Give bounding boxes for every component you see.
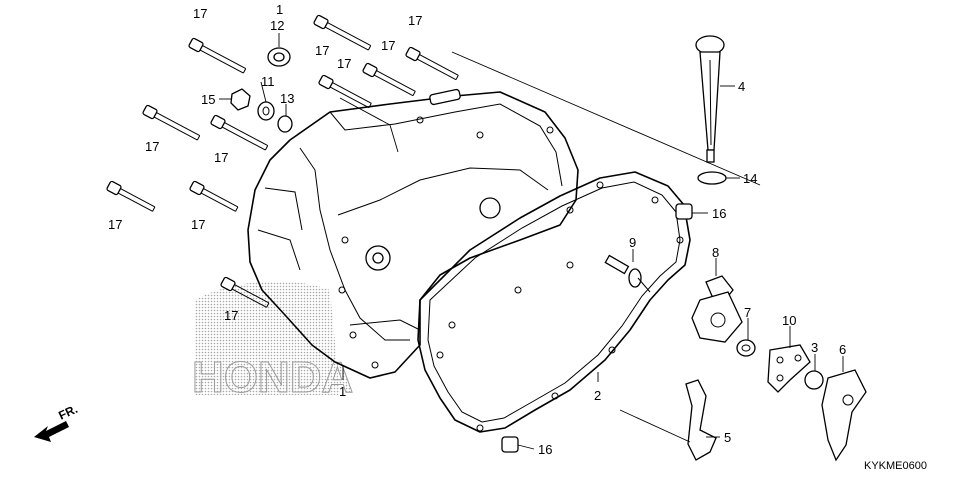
diagram-code: KYKME0600 — [864, 460, 927, 472]
bolt — [362, 62, 416, 97]
plate-10 — [767, 344, 811, 393]
callout-7: 7 — [744, 305, 751, 320]
oil-seal-12 — [267, 47, 291, 67]
callout-17: 17 — [108, 217, 122, 232]
bolt — [313, 14, 372, 51]
callout-12: 12 — [270, 18, 284, 33]
callout-17: 17 — [408, 13, 422, 28]
washer-11 — [257, 101, 275, 121]
callout-8: 8 — [712, 245, 719, 260]
honda-watermark: HONDA — [192, 281, 354, 403]
callout-13: 13 — [280, 91, 294, 106]
callout-1: 1 — [276, 2, 283, 17]
callout-17: 17 — [224, 308, 238, 323]
shift-plate — [691, 291, 743, 343]
callout-11: 11 — [261, 74, 275, 89]
callout-16: 16 — [712, 206, 726, 221]
callout-2: 2 — [594, 388, 601, 403]
bolt — [405, 46, 459, 81]
bolt — [142, 104, 201, 141]
callout-6: 6 — [839, 342, 846, 357]
direction-label: FR. — [56, 402, 79, 423]
callout-17: 17 — [337, 56, 351, 71]
callout-17: 17 — [315, 43, 329, 58]
dowel-pin-16a — [675, 203, 693, 220]
callout-15: 15 — [201, 92, 215, 107]
callout-4: 4 — [738, 79, 745, 94]
callout-17: 17 — [193, 6, 207, 21]
callout-16: 16 — [538, 442, 552, 457]
callout-5: 5 — [724, 430, 731, 445]
right-crankcase-cover — [247, 88, 579, 379]
callout-17: 17 — [214, 150, 228, 165]
leader-lines — [219, 33, 844, 450]
callout-9: 9 — [629, 235, 636, 250]
collar-7 — [736, 339, 756, 357]
shaft-5 — [685, 379, 717, 461]
callout-17: 17 — [191, 217, 205, 232]
stud-bolt-9 — [604, 254, 651, 293]
bolt — [220, 276, 270, 308]
bolt — [210, 114, 269, 151]
callout-3: 3 — [811, 340, 818, 355]
bolts — [106, 14, 459, 308]
callout-10: 10 — [782, 313, 796, 328]
callout-17: 17 — [381, 38, 395, 53]
oil-dipstick-4 — [695, 35, 725, 163]
ring-3 — [804, 370, 824, 390]
bolt — [318, 74, 372, 109]
callout-14: 14 — [743, 171, 757, 186]
cover-gasket — [417, 171, 691, 433]
o-ring-14 — [697, 171, 727, 185]
bolt — [188, 37, 247, 74]
front-direction-arrow: FR. — [34, 402, 80, 442]
o-ring-13 — [277, 115, 293, 133]
dowel-pin-16b — [501, 436, 519, 453]
callout-1: 1 — [339, 384, 346, 399]
callout-numbers: 1 12 11 15 13 17 17 17 17 17 17 17 17 17… — [108, 2, 846, 457]
bolt — [106, 180, 156, 212]
watermark-text: HONDA — [192, 353, 353, 402]
arm-6 — [821, 369, 867, 462]
bolt — [189, 180, 239, 212]
callout-17: 17 — [145, 139, 159, 154]
nut-15 — [230, 88, 251, 111]
